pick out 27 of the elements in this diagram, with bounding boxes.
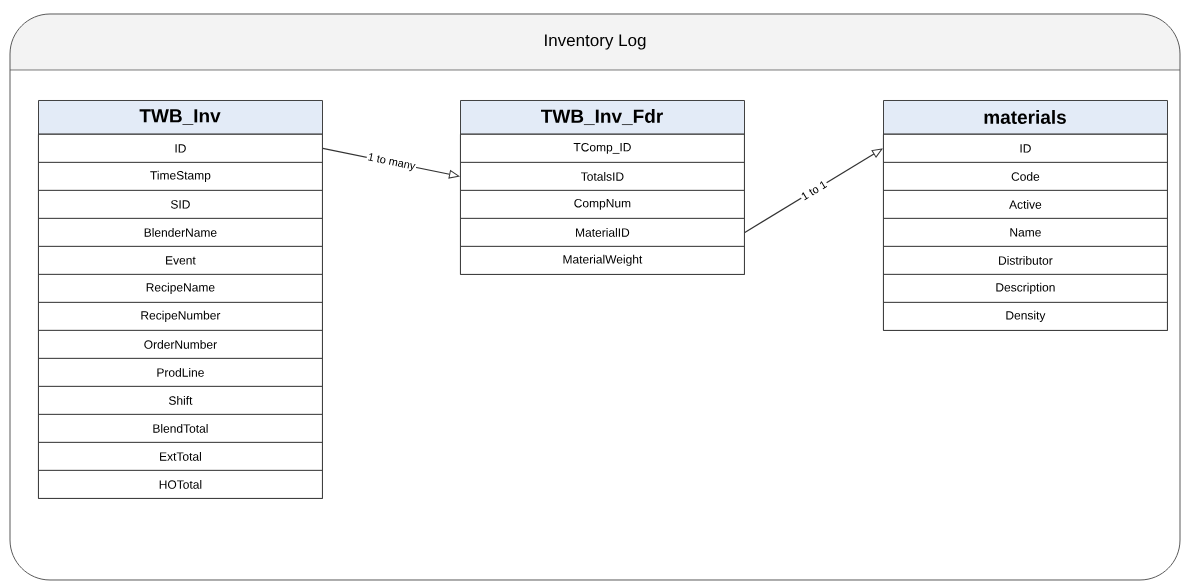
table-row: Event bbox=[38, 246, 323, 275]
table-row: RecipeNumber bbox=[38, 302, 323, 331]
table-row: BlenderName bbox=[38, 218, 323, 247]
table-row: TotalsID bbox=[460, 162, 745, 191]
table-row: OrderNumber bbox=[38, 330, 323, 359]
table-row: TComp_ID bbox=[460, 134, 745, 163]
table-row: ID bbox=[38, 134, 323, 163]
table-row: ExtTotal bbox=[38, 442, 323, 471]
table-row: MaterialWeight bbox=[460, 246, 745, 275]
table-row: Shift bbox=[38, 386, 323, 415]
table-row: Name bbox=[883, 218, 1168, 247]
table-row: Active bbox=[883, 190, 1168, 219]
table-row: SID bbox=[38, 190, 323, 219]
table-row: CompNum bbox=[460, 190, 745, 219]
edge-label: 1 to many bbox=[365, 151, 418, 174]
table-row: ID bbox=[883, 134, 1168, 163]
table-row: BlendTotal bbox=[38, 414, 323, 443]
table-row: ProdLine bbox=[38, 358, 323, 387]
table-row: Description bbox=[883, 274, 1168, 303]
table-row: Code bbox=[883, 162, 1168, 191]
table-row: Density bbox=[883, 302, 1168, 331]
table-row: Distributor bbox=[883, 246, 1168, 275]
table-row: MaterialID bbox=[460, 218, 745, 247]
table-row: HOTotal bbox=[38, 470, 323, 499]
edge-label: 1 to 1 bbox=[798, 178, 830, 203]
table-row: RecipeName bbox=[38, 274, 323, 303]
table-row: TimeStamp bbox=[38, 162, 323, 191]
